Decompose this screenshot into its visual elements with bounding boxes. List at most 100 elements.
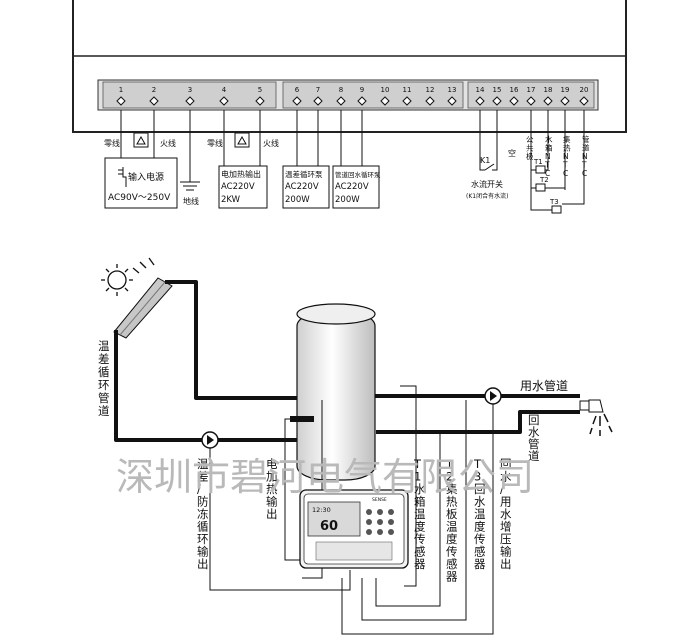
lcd-display: [307, 501, 361, 537]
ntc-sensors: T1 T2 T3: [533, 158, 565, 214]
terminal-number: 4: [222, 86, 227, 94]
warning-icon-1: [133, 132, 149, 148]
label-water-pipe: 用水管道: [520, 378, 568, 393]
terminal-number: 9: [360, 86, 364, 94]
label-neutral-1: 零线: [104, 138, 120, 148]
heater-spec2: 2KW: [221, 195, 241, 205]
terminal-labels: 零线 火线 零线 火线 地线 空: [104, 138, 516, 206]
terminal-screw[interactable]: [116, 96, 126, 106]
return-pipe: [376, 410, 580, 434]
power-input-title: 输入电源: [128, 171, 164, 183]
terminal-number: 5: [258, 86, 262, 94]
terminal-screw[interactable]: [560, 96, 570, 106]
terminal-number: 13: [448, 86, 457, 94]
terminal-segment-b: [282, 81, 464, 109]
terminal-screw[interactable]: [509, 96, 519, 106]
label-return-pipe: 回水管道: [528, 413, 540, 463]
terminal-number: 17: [527, 86, 536, 94]
lcd-time: 12:30: [312, 506, 331, 514]
terminal-screw[interactable]: [255, 96, 265, 106]
terminal-screw[interactable]: [380, 96, 390, 106]
piping: [114, 280, 580, 442]
terminal-screw[interactable]: [492, 96, 502, 106]
sun-icon: [101, 257, 155, 296]
upper-wiring: [120, 110, 585, 211]
label-live-1: 火线: [160, 138, 176, 148]
terminal-screw[interactable]: [185, 96, 195, 106]
lower-wiring: [209, 385, 494, 635]
solar-collector: [113, 277, 173, 339]
controller-buttons[interactable]: [366, 509, 394, 535]
relay-k1: K1: [480, 156, 490, 165]
terminal-screw[interactable]: [579, 96, 589, 106]
diff-pump-spec2: 200W: [285, 195, 310, 205]
terminal-screw[interactable]: [149, 96, 159, 106]
heater-spec1: AC220V: [221, 182, 255, 192]
terminal-screw[interactable]: [292, 96, 302, 106]
terminal-screw[interactable]: [402, 96, 412, 106]
flow-switch-label: 水流开关: [471, 179, 503, 189]
watermark: 深圳市碧河电气有限公司: [116, 455, 534, 499]
terminal-number: 6: [295, 86, 300, 94]
terminal-number: 14: [476, 86, 485, 94]
warning-icon-2: [234, 132, 250, 148]
terminal-number: 15: [493, 86, 502, 94]
heater-element: [290, 416, 314, 422]
diff-pump-spec1: AC220V: [285, 182, 319, 192]
terminal-screw[interactable]: [357, 96, 367, 106]
live-symbols: [133, 132, 250, 148]
terminal-number: 19: [561, 86, 570, 94]
label-neutral-2: 零线: [207, 138, 223, 148]
flow-switch: K1 水流开关 (K1闭合有水流): [466, 156, 508, 200]
lcd-value: 60: [320, 519, 338, 534]
terminal-number: 11: [403, 86, 412, 94]
label-live-2: 火线: [263, 138, 279, 148]
diff-pump-title: 温差循环泵: [285, 169, 323, 179]
loop-pipe: [114, 330, 300, 442]
terminal-screw[interactable]: [543, 96, 553, 106]
power-input-box: 输入电源 AC90V～250V: [104, 157, 178, 209]
sensor-t2-label: T2: [539, 176, 549, 184]
terminal-screw[interactable]: [313, 96, 323, 106]
terminal-number: 18: [544, 86, 553, 94]
terminal-number: 1: [119, 86, 123, 94]
pipe-pump-spec2: 200W: [335, 195, 360, 205]
terminal-screw[interactable]: [475, 96, 485, 106]
label-antifreeze-output: 温差/防冻循环输出: [197, 457, 209, 571]
label-heater-output: 电加热输出: [266, 457, 278, 521]
terminal-strip: [315, 541, 393, 561]
controller-brand: SENSE: [372, 497, 387, 503]
label-booster-output: 回水/用水增压输出: [500, 457, 512, 571]
sensor-t1-label: T1: [533, 158, 543, 166]
terminal-number: 16: [510, 86, 519, 94]
terminal-screw[interactable]: [219, 96, 229, 106]
pipe-pump-box: 管道回水循环泵 AC220V 200W: [332, 165, 381, 209]
heater-title: 电加热输出: [221, 169, 261, 179]
terminal-screw[interactable]: [425, 96, 435, 106]
pipe-pump-title: 管道回水循环泵: [335, 170, 381, 179]
shower-head-icon: [579, 399, 613, 436]
terminal-number: 8: [339, 86, 343, 94]
label-common: 公共极: [526, 135, 534, 161]
label-ground: 地线: [183, 196, 199, 206]
hot-pipe: [165, 280, 372, 400]
terminal-number: 3: [188, 86, 192, 94]
booster-pump: [484, 387, 502, 405]
terminal-screw[interactable]: [526, 96, 536, 106]
water-tank: [290, 303, 376, 481]
terminal-screw[interactable]: [447, 96, 457, 106]
terminal-screw[interactable]: [336, 96, 346, 106]
label-empty: 空: [508, 148, 516, 158]
terminal-number: 20: [580, 86, 589, 94]
heater-box: 电加热输出 AC220V 2KW: [218, 165, 268, 209]
terminal-number: 2: [152, 86, 156, 94]
